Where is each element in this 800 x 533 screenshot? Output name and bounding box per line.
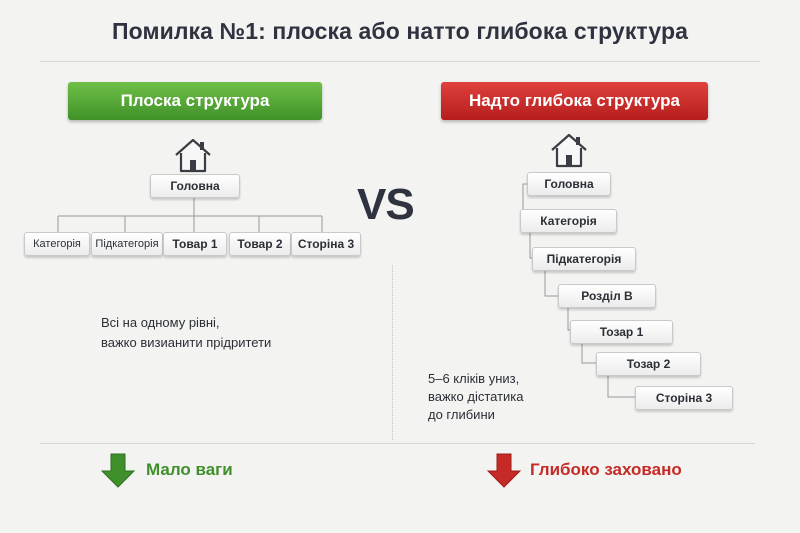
flat-child-node: Товар 2: [229, 232, 291, 256]
home-icon: [175, 138, 211, 173]
flat-structure-banner: Плоска структура: [68, 82, 322, 120]
arrow-down-icon: [486, 453, 522, 488]
deep-desc-line: важко дістатика: [428, 389, 524, 404]
page-title: Помилка №1: плоска або натто глибока стр…: [111, 18, 688, 44]
flat-description: Всі на одному рівні, важко визианити прі…: [101, 313, 271, 353]
deep-footer-label: Глибоко заховано: [530, 460, 682, 479]
deep-level-node: Головна: [527, 172, 611, 196]
footer-divider: [40, 443, 755, 444]
vs-label: VS: [357, 180, 415, 229]
deep-level-node: Категорія: [520, 209, 617, 233]
deep-structure-banner: Надто глибока структура: [441, 82, 708, 120]
title-divider: [40, 61, 760, 62]
deep-level-node: Тозар 2: [596, 352, 701, 376]
flat-connectors: [57, 197, 323, 232]
arrow-down-icon: [100, 453, 136, 488]
flat-child-node: Підкатегорія: [91, 232, 163, 256]
deep-desc-line: до глибини: [428, 407, 495, 422]
deep-level-node: Сторіна 3: [635, 386, 733, 410]
deep-description: 5–6 кліків униз, важко дістатика до глиб…: [428, 370, 524, 424]
deep-level-node: Розділ В: [558, 284, 656, 308]
flat-root-node: Головна: [150, 174, 240, 198]
flat-child-node: Товар 1: [163, 232, 227, 256]
deep-level-node: Тозар 1: [570, 320, 673, 344]
flat-child-node: Сторіна 3: [291, 232, 361, 256]
home-icon: [551, 133, 587, 168]
deep-level-node: Підкатегорія: [532, 247, 636, 271]
flat-desc-line: Всі на одному рівні,: [101, 315, 220, 330]
center-divider: [392, 265, 393, 440]
flat-child-node: Категорія: [24, 232, 90, 256]
flat-footer-label: Мало ваги: [146, 460, 233, 479]
flat-desc-line: важко визианити прідритети: [101, 335, 272, 350]
deep-desc-line: 5–6 кліків униз,: [428, 371, 520, 386]
